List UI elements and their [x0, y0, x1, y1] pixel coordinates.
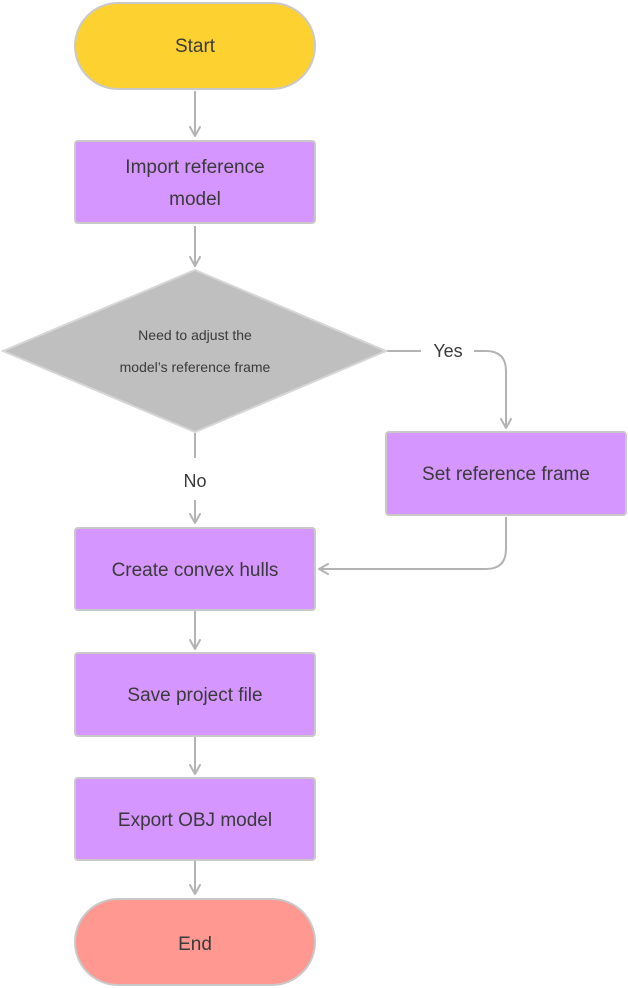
- set-reference-frame-label: Set reference frame: [422, 464, 590, 485]
- start-label: Start: [175, 36, 216, 57]
- end-node: End: [74, 898, 316, 986]
- import-model-label-line1: Import reference: [125, 157, 264, 178]
- edge-label-no: No: [183, 471, 206, 491]
- create-convex-hulls-label: Create convex hulls: [112, 560, 279, 581]
- save-project-file-node: Save project file: [74, 652, 316, 737]
- edge-setframe-convex: [318, 517, 507, 575]
- connectors: [189, 91, 512, 895]
- decision-node: Need to adjust the model’s reference fra…: [0, 268, 389, 434]
- import-model-node: Import reference model: [74, 140, 316, 224]
- save-project-file-label: Save project file: [127, 685, 262, 706]
- edge-label-yes: Yes: [433, 341, 462, 361]
- create-convex-hulls-node: Create convex hulls: [74, 527, 316, 611]
- decision-label-line1: Need to adjust the: [138, 327, 252, 343]
- export-obj-model-label: Export OBJ model: [118, 810, 272, 831]
- import-model-label-line2: model: [169, 189, 221, 210]
- export-obj-model-node: Export OBJ model: [74, 777, 316, 861]
- decision-label-line2: model’s reference frame: [120, 359, 271, 375]
- edge-yes-setframe: [474, 350, 512, 429]
- end-label: End: [178, 934, 212, 955]
- start-node: Start: [74, 2, 316, 90]
- set-reference-frame-node: Set reference frame: [385, 431, 627, 516]
